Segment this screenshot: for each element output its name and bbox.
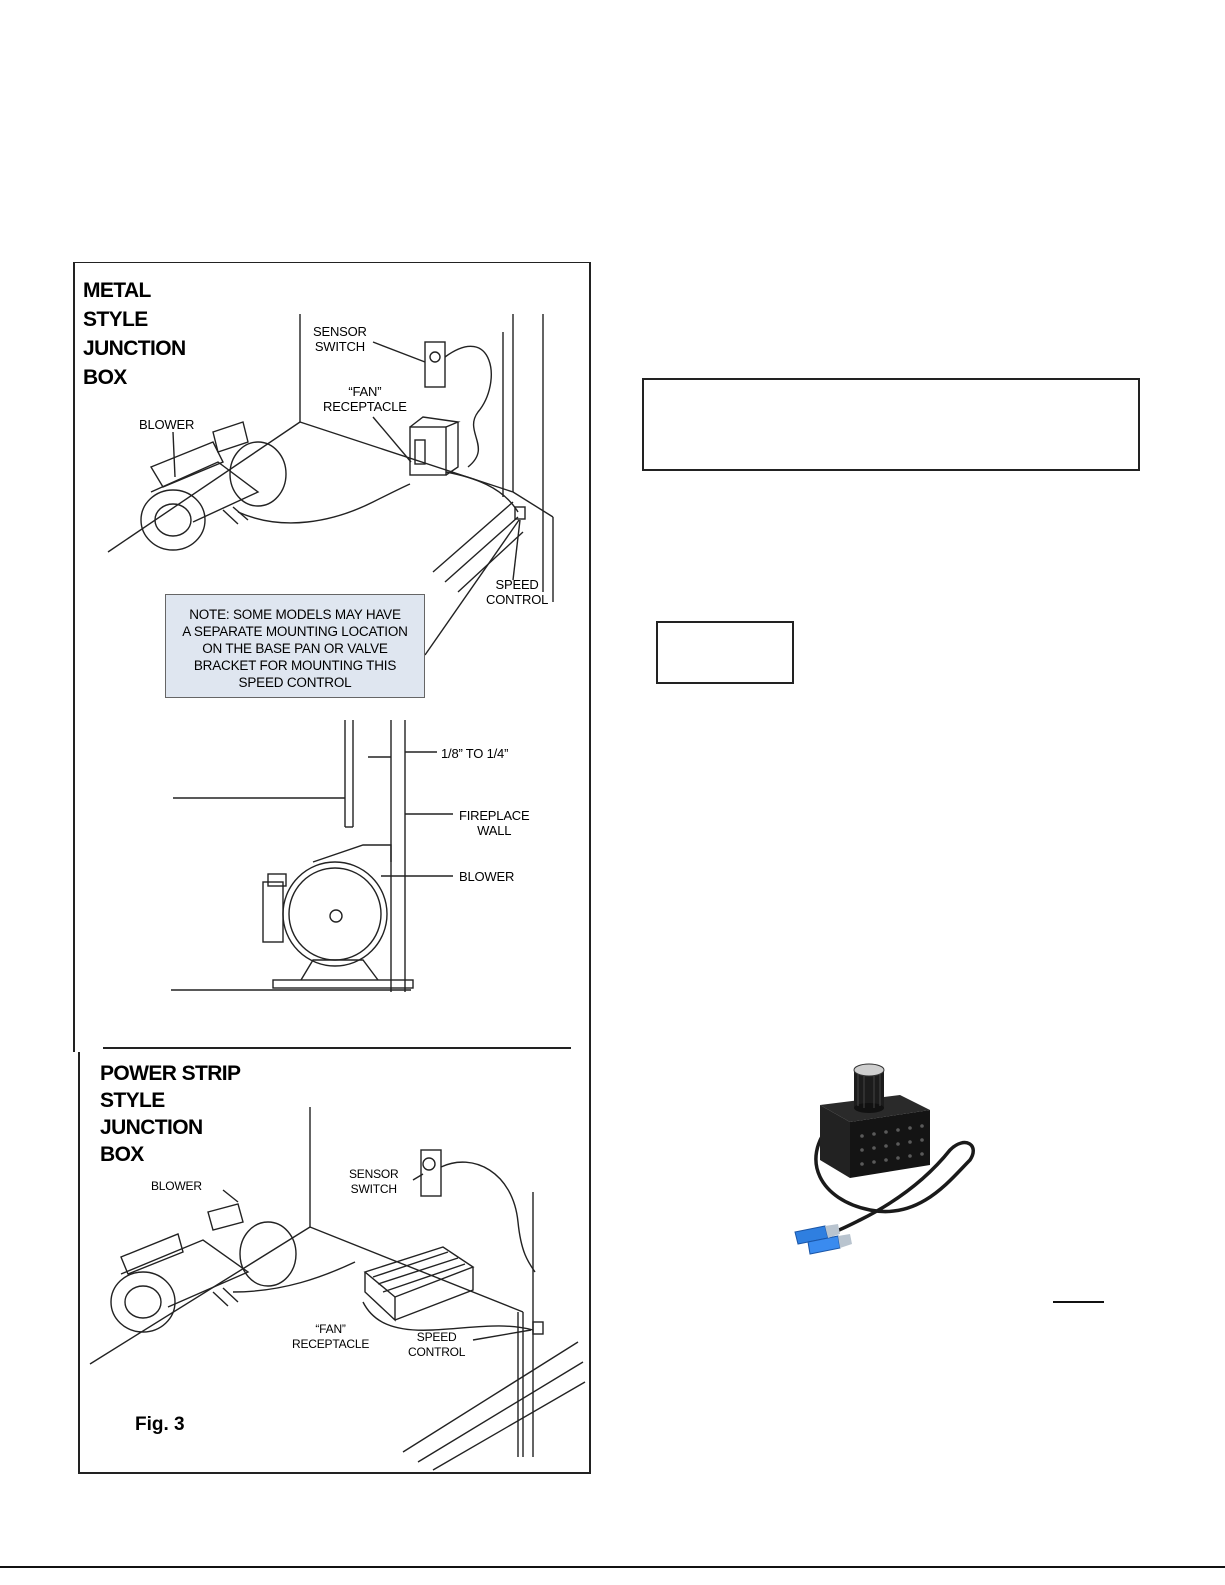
note-line: BRACKET FOR MOUNTING THIS [193, 658, 397, 673]
speed-control-photo [780, 1050, 1010, 1270]
fan-receptacle-label: “FAN” RECEPTACLE [323, 384, 407, 414]
figure-3: METAL STYLE JUNCTION BOX POWER STRIP STY… [73, 262, 591, 1474]
sensor-switch-label: SENSOR SWITCH [313, 324, 367, 354]
power-sensor-switch-label: SENSOR SWITCH [349, 1167, 399, 1197]
metal-heading-line: BOX [83, 366, 127, 389]
note-box: NOTE: SOME MODELS MAY HAVE A SEPARATE MO… [165, 594, 425, 698]
speed-control-image [794, 1063, 975, 1255]
underline-mark [1053, 1301, 1104, 1303]
power-heading-line: BOX [100, 1143, 144, 1166]
warning-box [642, 378, 1140, 471]
label-line: RECEPTACLE [323, 399, 407, 414]
power-heading-line: STYLE [100, 1089, 165, 1112]
fireplace-wall-label: FIREPLACE WALL [459, 808, 530, 838]
blower-side-label: BLOWER [459, 869, 515, 884]
label-line: “FAN” [348, 384, 382, 399]
label-line: SENSOR [313, 324, 367, 339]
power-heading-line: JUNCTION [100, 1116, 203, 1139]
power-blower-label: BLOWER [151, 1179, 202, 1193]
note-line: A SEPARATE MOUNTING LOCATION [182, 624, 408, 639]
metal-heading-line: STYLE [83, 308, 148, 331]
label-line: SENSOR [349, 1167, 399, 1181]
note-line: NOTE: SOME MODELS MAY HAVE [189, 607, 401, 622]
side-view-drawing [171, 720, 453, 992]
power-fan-receptacle-label: “FAN” RECEPTACLE [292, 1322, 369, 1352]
gap-label: 1/8” TO 1/4” [441, 746, 509, 761]
figure-label: Fig. 3 [135, 1414, 185, 1435]
label-line: FIREPLACE [459, 808, 530, 823]
metal-junction-drawing [107, 314, 554, 656]
small-box [656, 621, 794, 684]
label-line: CONTROL [408, 1345, 466, 1359]
label-line: SPEED [495, 577, 539, 592]
figure-drawing [73, 262, 591, 1474]
power-strip-drawing [89, 1107, 586, 1471]
blower-label: BLOWER [139, 417, 195, 432]
power-speed-control-label: SPEED CONTROL [408, 1330, 465, 1360]
metal-heading: METAL STYLE JUNCTION BOX [83, 276, 186, 392]
note-line: ON THE BASE PAN OR VALVE [202, 641, 388, 656]
power-strip-heading: POWER STRIP STYLE JUNCTION BOX [100, 1060, 241, 1168]
label-line: CONTROL [486, 592, 549, 607]
label-line: WALL [477, 823, 512, 838]
label-line: RECEPTACLE [292, 1337, 370, 1351]
note-line: SPEED CONTROL [238, 675, 352, 690]
label-line: SWITCH [350, 1182, 397, 1196]
label-line: “FAN” [315, 1322, 346, 1336]
speed-control-label: SPEED CONTROL [486, 577, 548, 607]
label-line: SWITCH [314, 339, 365, 354]
metal-heading-line: JUNCTION [83, 337, 186, 360]
power-heading-line: POWER STRIP [100, 1062, 241, 1085]
label-line: SPEED [416, 1330, 457, 1344]
metal-heading-line: METAL [83, 279, 151, 302]
bottom-rule [0, 1566, 1225, 1568]
